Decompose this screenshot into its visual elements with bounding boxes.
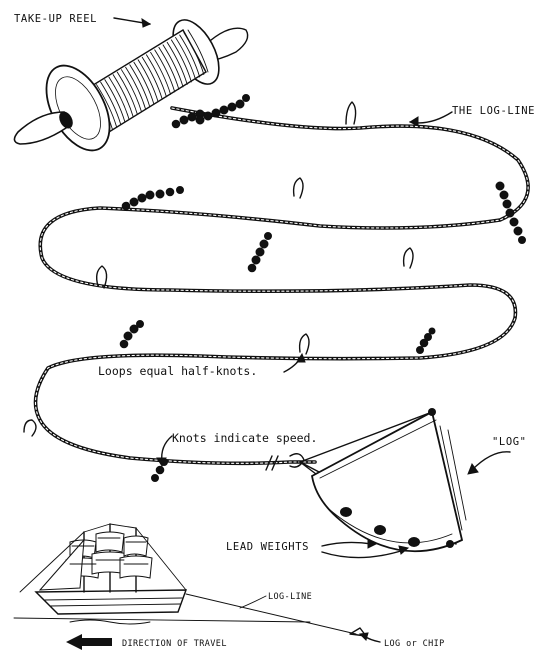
loop [298, 333, 310, 355]
log-line-loops [23, 101, 414, 437]
reel-winding [108, 76, 130, 120]
reel-winding [125, 66, 147, 110]
label-take-up-reel: TAKE-UP REEL [14, 13, 97, 25]
knot [121, 186, 184, 211]
reel-winding [145, 54, 167, 98]
label-log: "LOG" [492, 436, 527, 448]
label-log-or-chip: LOG or CHIP [384, 639, 445, 649]
reel-winding [104, 79, 126, 123]
label-direction-of-travel: DIRECTION OF TRAVEL [122, 639, 227, 649]
reel-winding [166, 41, 188, 85]
loop [292, 177, 304, 199]
reel-winding [179, 34, 201, 78]
reel-winding [170, 39, 192, 83]
reel-winding [100, 81, 122, 125]
label-lead-weights: LEAD WEIGHTS [226, 541, 309, 553]
reel-winding [187, 29, 209, 73]
reel-winding [150, 51, 172, 95]
loop [345, 101, 357, 125]
log-line-rope [33, 106, 530, 471]
label-log-line-bottom: LOG-LINE [268, 592, 312, 602]
sailing-ship [13, 523, 311, 625]
loop [402, 247, 414, 269]
reel-winding [137, 59, 159, 103]
leader-lines [113, 17, 511, 643]
reel-winding [129, 64, 151, 108]
diagram-labels: TAKE-UP REEL THE LOG-LINE Loops equal ha… [14, 13, 535, 649]
reel-winding [175, 36, 196, 80]
loop [23, 419, 37, 437]
label-knots-note: Knots indicate speed. [172, 431, 317, 445]
reel-winding [96, 84, 117, 128]
reel-winding [133, 61, 155, 105]
reel-winding [183, 32, 205, 75]
reel-winding [116, 71, 138, 115]
knot [195, 94, 250, 125]
trailing-log-line [185, 593, 367, 637]
reel-winding [154, 49, 176, 93]
loop [95, 265, 108, 289]
reel-winding [120, 69, 142, 113]
knot [416, 327, 436, 354]
label-log-line-top: THE LOG-LINE [452, 105, 535, 117]
log-chip [289, 408, 467, 553]
reel-winding [162, 44, 184, 88]
direction-arrow [66, 634, 112, 650]
reel-winding [112, 74, 134, 118]
knot [119, 320, 144, 349]
label-loops-note: Loops equal half-knots. [98, 364, 257, 378]
knot [495, 181, 526, 244]
log-line-knots [119, 94, 526, 482]
reel-winding [158, 46, 180, 90]
reel-winding [141, 56, 163, 100]
knot [247, 232, 272, 273]
take-up-reel [13, 19, 249, 152]
